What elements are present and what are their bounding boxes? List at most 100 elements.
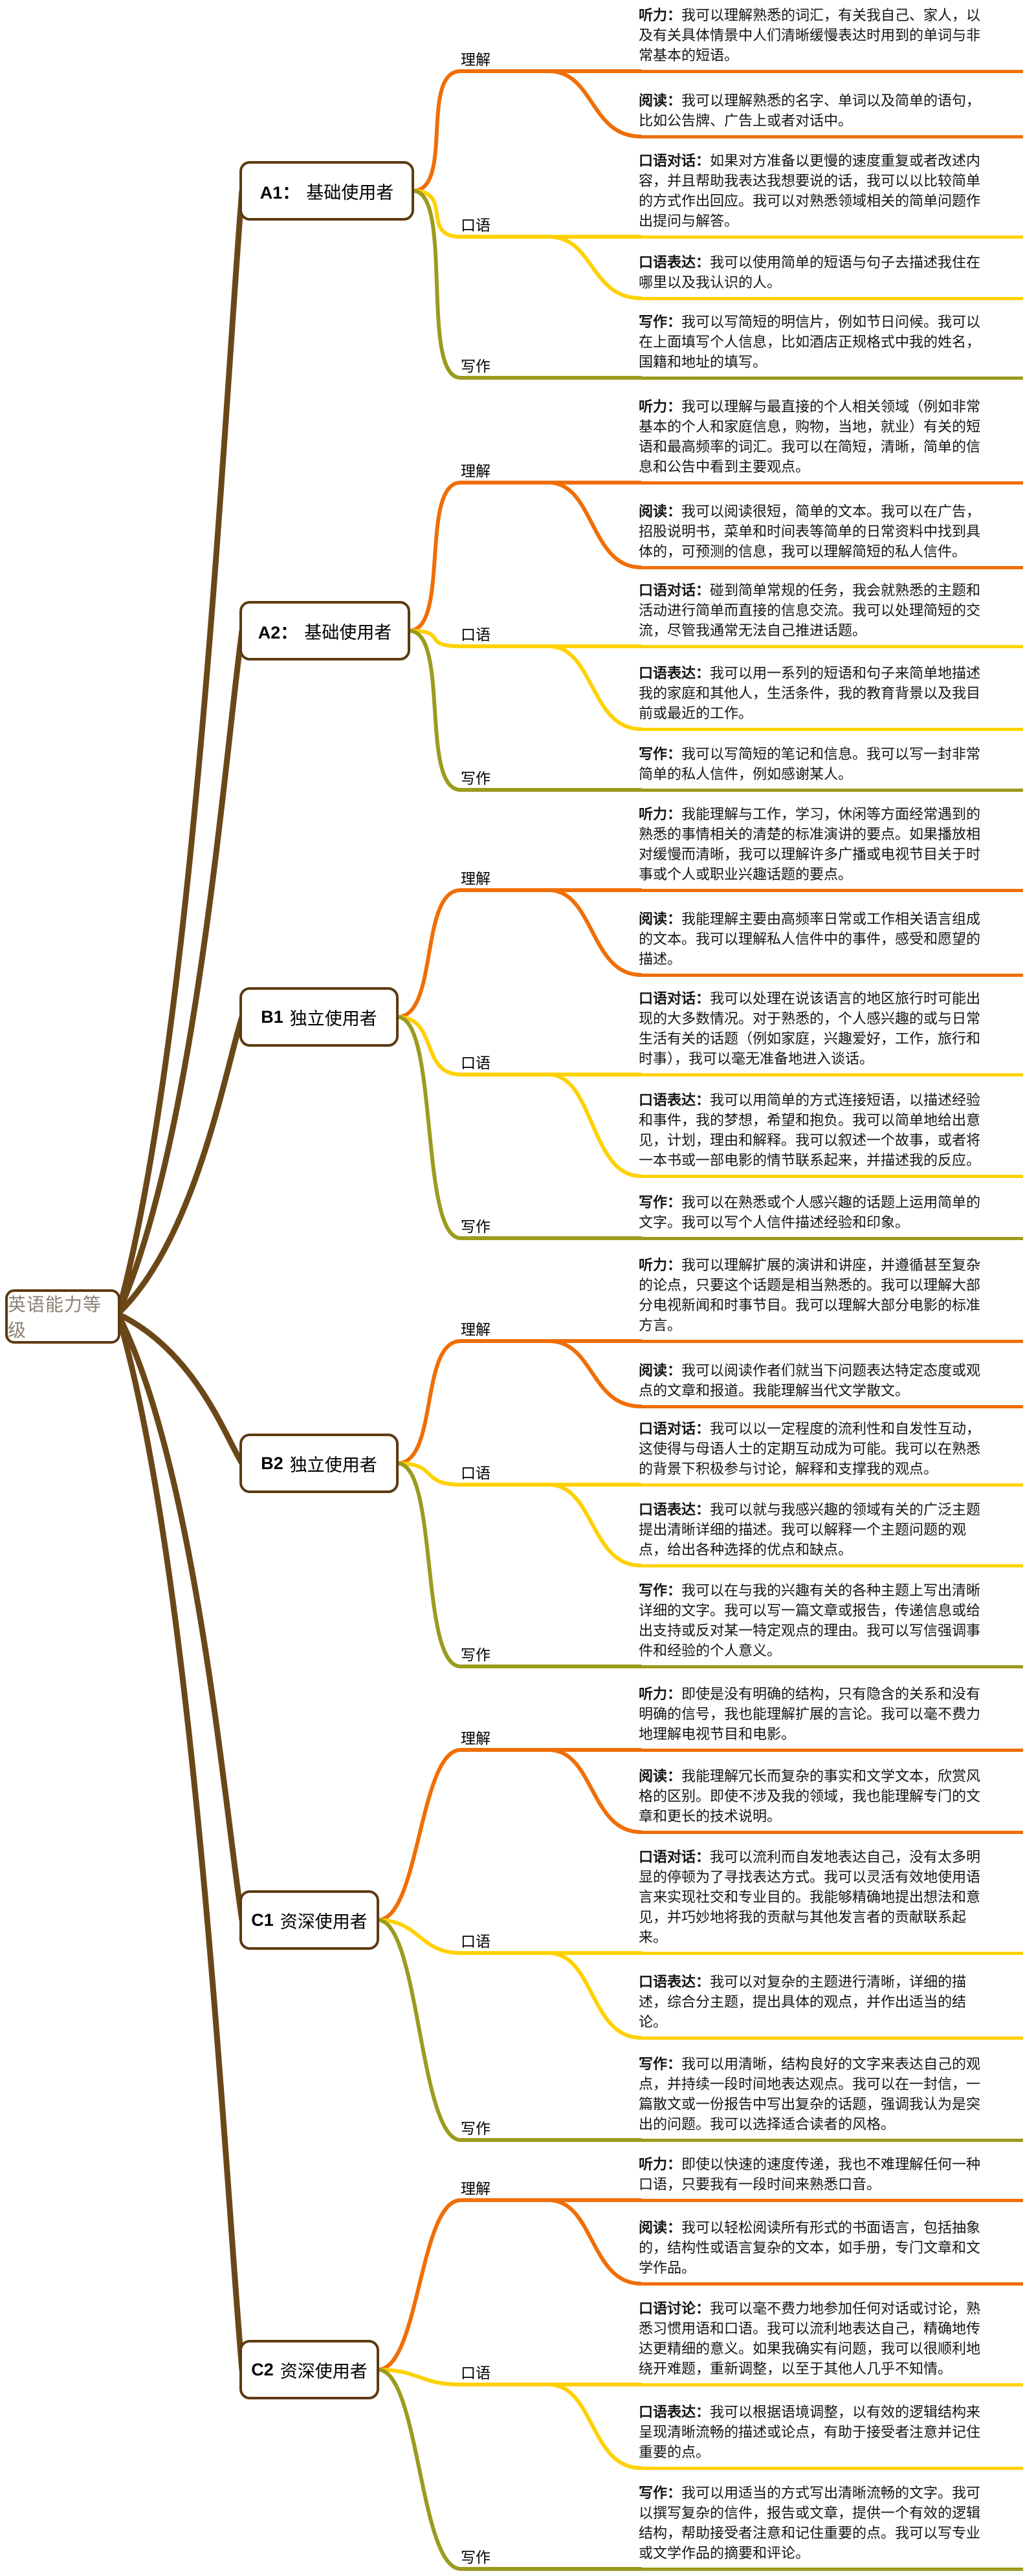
leaf-description: 碰到简单常规的任务，我会就熟悉的主题和活动进行简单而直接的信息交流。我可以处理简… [639, 582, 981, 639]
leaf-listening-a1[interactable]: 听力：我可以理解熟悉的词汇，有关我自己、家人，以及有关具体情景中人们清晰缓慢表达… [637, 5, 1023, 73]
level-node-a2[interactable]: A2：基础使用者 [239, 601, 410, 660]
branch-label-write-a1[interactable]: 写作 [461, 358, 490, 375]
leaf-text: 口语表达：我可以使用简单的短语与句子去描述我住在哪里以及我认识的人。 [639, 252, 1023, 292]
branch-label-understand-c1[interactable]: 理解 [461, 1730, 490, 1747]
branch-curve [547, 1339, 643, 1408]
level-node-a1[interactable]: A1：基础使用者 [239, 161, 414, 221]
leaf-reading-c1[interactable]: 阅读：我能理解冗长而复杂的事实和文学文本，欣赏风格的区别。即使不涉及我的领域，我… [637, 1766, 1023, 1834]
leaf-description: 我可以轻松阅读所有形式的书面语言，包括抽象的，结构性或语言复杂的文本，如手册，专… [639, 2220, 981, 2276]
leaf-spoken-interaction-c1[interactable]: 口语对话：我可以流利而自发地表达自己，没有太多明显的停顿为了寻找表达方式。我可以… [637, 1847, 1023, 1955]
leaf-text: 写作：我可以在熟悉或个人感兴趣的话题上运用简单的文字。我可以写个人信件描述经验和… [639, 1192, 1023, 1232]
leaf-text: 口语对话：我可以处理在说该语言的地区旅行时可能出现的大多数情况。对于熟悉的，个人… [639, 988, 1023, 1069]
leaf-reading-b1[interactable]: 阅读：我能理解主要由高频率日常或工作相关语言组成的文本。我可以理解私人信件中的事… [637, 909, 1023, 977]
branch-curve [547, 1073, 643, 1178]
leaf-spoken-interaction-a1[interactable]: 口语对话：如果对方准备以更慢的速度重复或者改述内容，并且帮助我表达我想要说的话，… [637, 151, 1023, 239]
root-node[interactable]: 英语能力等级 [5, 1289, 120, 1344]
branch-label-understand-a1[interactable]: 理解 [461, 51, 490, 68]
leaf-label: 听力： [639, 806, 682, 822]
branch-curve [395, 1015, 643, 1240]
leaf-description: 我可以理解与最直接的个人相关领域（例如非常基本的个人和家庭信息，购物，当地，就业… [639, 398, 981, 475]
level-code: B1 [261, 1007, 283, 1027]
leaf-listening-b2[interactable]: 听力：我可以理解扩展的演讲和讲座，并遵循甚至复杂的论点，只要这个话题是相当熟悉的… [637, 1255, 1023, 1343]
leaf-reading-a2[interactable]: 阅读：我可以阅读很短，简单的文本。我可以在广告，招股说明书，菜单和时间表等简单的… [637, 501, 1023, 569]
leaf-listening-b1[interactable]: 听力：我能理解与工作，学习，休闲等方面经常遇到的熟悉的事情相关的清楚的标准演讲的… [637, 804, 1023, 892]
leaf-spoken-production-a2[interactable]: 口语表达：我可以用一系列的短语和句子来简单地描述我的家庭和其他人，生活条件，我的… [637, 663, 1023, 731]
branch-curve [115, 628, 245, 1317]
leaf-reading-b2[interactable]: 阅读：我可以阅读作者们就当下问题表达特定态度或观点的文章和报道。我能理解当代文学… [637, 1360, 1023, 1408]
leaf-label: 阅读： [639, 1362, 682, 1379]
leaf-spoken-interaction-b1[interactable]: 口语对话：我可以处理在说该语言的地区旅行时可能出现的大多数情况。对于熟悉的，个人… [637, 988, 1023, 1076]
branch-curve [395, 1461, 643, 1487]
leaf-label: 听力： [639, 2156, 682, 2172]
leaf-listening-a2[interactable]: 听力：我可以理解与最直接的个人相关领域（例如非常基本的个人和家庭信息，购物，当地… [637, 397, 1023, 485]
leaf-text: 口语对话：碰到简单常规的任务，我会就熟悉的主题和活动进行简单而直接的信息交流。我… [639, 580, 1023, 640]
leaf-writing-b1[interactable]: 写作：我可以在熟悉或个人感兴趣的话题上运用简单的文字。我可以写个人信件描述经验和… [637, 1192, 1023, 1240]
branch-label-understand-a2[interactable]: 理解 [461, 463, 490, 479]
leaf-text: 口语表达：我可以用简单的方式连接短语，以描述经验和事件，我的梦想，希望和抱负。我… [639, 1090, 1023, 1170]
leaf-text: 阅读：我可以阅读很短，简单的文本。我可以在广告，招股说明书，菜单和时间表等简单的… [639, 501, 1023, 562]
leaf-text: 口语对话：我可以以一定程度的流利性和自发性互动，这使得与母语人士的定期互动成为可… [639, 1419, 1023, 1479]
branch-label-understand-b2[interactable]: 理解 [461, 1321, 490, 1338]
leaf-label: 口语对话： [639, 1421, 711, 1437]
branch-label-speak-c1[interactable]: 口语 [461, 1933, 490, 1950]
branch-curve [376, 2368, 643, 2386]
leaf-label: 写作： [639, 2056, 682, 2072]
branch-curve [547, 1483, 643, 1567]
branch-label-write-a2[interactable]: 写作 [461, 770, 490, 787]
branch-label-write-c2[interactable]: 写作 [461, 2549, 490, 2566]
leaf-writing-b2[interactable]: 写作：我可以在与我的兴趣有关的各种主题上写出清晰详细的文字。我可以写一篇文章或报… [637, 1580, 1023, 1668]
leaf-spoken-production-c1[interactable]: 口语表达：我可以对复杂的主题进行清晰，详细的描述，综合分主题，提出具体的观点，并… [637, 1972, 1023, 2040]
leaf-description: 我可以用一系列的短语和句子来简单地描述我的家庭和其他人，生活条件，我的教育背景以… [639, 665, 981, 721]
leaf-reading-c2[interactable]: 阅读：我可以轻松阅读所有形式的书面语言，包括抽象的，结构性或语言复杂的文本，如手… [637, 2218, 1023, 2286]
leaf-label: 听力： [639, 1257, 682, 1273]
leaf-description: 我可以流利而自发地表达自己，没有太多明显的停顿为了寻找表达方式。我可以灵活有效地… [639, 1849, 981, 1945]
leaf-text: 阅读：我能理解主要由高频率日常或工作相关语言组成的文本。我可以理解私人信件中的事… [639, 909, 1023, 969]
leaf-writing-c1[interactable]: 写作：我可以用清晰，结构良好的文字来表达自己的观点，并持续一段时间地表达观点。我… [637, 2054, 1023, 2142]
leaf-listening-c1[interactable]: 听力：即使是没有明确的结构，只有隐含的关系和没有明确的信号，我也能理解扩展的言论… [637, 1684, 1023, 1752]
leaf-description: 我可以在熟悉或个人感兴趣的话题上运用简单的文字。我可以写个人信件描述经验和印象。 [639, 1194, 981, 1230]
leaf-spoken-production-a1[interactable]: 口语表达：我可以使用简单的短语与句子去描述我住在哪里以及我认识的人。 [637, 252, 1023, 300]
leaf-description: 我可以理解熟悉的词汇，有关我自己、家人，以及有关具体情景中人们清晰缓慢表达时用到… [639, 7, 981, 63]
leaf-listening-c2[interactable]: 听力：即使以快速的速度传递，我也不难理解任何一种口语，只要我有一段时间来熟悉口音… [637, 2154, 1023, 2202]
branch-label-write-b1[interactable]: 写作 [461, 1218, 490, 1235]
branch-label-speak-c2[interactable]: 口语 [461, 2364, 490, 2381]
level-code: A2： [258, 622, 298, 642]
leaf-description: 我可以使用简单的短语与句子去描述我住在哪里以及我认识的人。 [639, 254, 981, 290]
branch-curve [395, 1461, 643, 1668]
branch-label-speak-a2[interactable]: 口语 [461, 626, 490, 643]
branch-label-speak-a1[interactable]: 口语 [461, 217, 490, 234]
leaf-spoken-production-c2[interactable]: 口语表达：我可以根据语境调整，以有效的逻辑结构来呈现清晰流畅的描述或论点，有助于… [637, 2402, 1023, 2470]
leaf-label: 口语对话： [639, 1849, 711, 1865]
leaf-label: 口语表达： [639, 254, 711, 270]
leaf-writing-a1[interactable]: 写作：我可以写简短的明信片，例如节日问候。我可以在上面填写个人信息，比如酒店正规… [637, 312, 1023, 380]
leaf-label: 听力： [639, 7, 682, 23]
leaf-writing-a2[interactable]: 写作：我可以写简短的笔记和信息。我可以写一封非常简单的私人信件，例如感谢某人。 [637, 744, 1023, 792]
leaf-text: 阅读：我可以阅读作者们就当下问题表达特定态度或观点的文章和报道。我能理解当代文学… [639, 1360, 1023, 1401]
leaf-text: 口语表达：我可以对复杂的主题进行清晰，详细的描述，综合分主题，提出具体的观点，并… [639, 1972, 1023, 2032]
leaf-reading-a1[interactable]: 阅读：我可以理解熟悉的名字、单词以及简单的语句，比如公告牌、广告上或者对话中。 [637, 91, 1023, 138]
leaf-label: 口语表达： [639, 1974, 711, 1990]
branch-curve [411, 69, 643, 193]
branch-label-speak-b1[interactable]: 口语 [461, 1054, 490, 1071]
leaf-spoken-interaction-c2[interactable]: 口语讨论：我可以毫不费力地参加任何对话或讨论，熟悉习惯用语和口语。我可以流利地表… [637, 2298, 1023, 2386]
leaf-spoken-interaction-a2[interactable]: 口语对话：碰到简单常规的任务，我会就熟悉的主题和活动进行简单而直接的信息交流。我… [637, 580, 1023, 648]
leaf-description: 我可以阅读作者们就当下问题表达特定态度或观点的文章和报道。我能理解当代文学散文。 [639, 1362, 981, 1399]
leaf-description: 我可以就与我感兴趣的领域有关的广泛主题提出清晰详细的描述。我可以解释一个主题问题… [639, 1501, 981, 1558]
leaf-writing-c2[interactable]: 写作：我可以用适当的方式写出清晰流畅的文字。我可以撰写复杂的信件，报告或文章，提… [637, 2483, 1023, 2571]
branch-label-understand-b1[interactable]: 理解 [461, 870, 490, 887]
leaf-spoken-production-b1[interactable]: 口语表达：我可以用简单的方式连接短语，以描述经验和事件，我的梦想，希望和抱负。我… [637, 1090, 1023, 1178]
leaf-spoken-production-b2[interactable]: 口语表达：我可以就与我感兴趣的领域有关的广泛主题提出清晰详细的描述。我可以解释一… [637, 1500, 1023, 1567]
branch-label-write-b2[interactable]: 写作 [461, 1646, 490, 1663]
leaf-label: 阅读： [639, 1768, 682, 1784]
branch-label-understand-c2[interactable]: 理解 [461, 2180, 490, 2197]
leaf-label: 阅读： [639, 911, 682, 927]
branch-label-write-c1[interactable]: 写作 [461, 2120, 490, 2137]
leaf-description: 我可以理解熟悉的名字、单词以及简单的语句，比如公告牌、广告上或者对话中。 [639, 93, 981, 129]
branch-label-speak-b2[interactable]: 口语 [461, 1465, 490, 1481]
leaf-spoken-interaction-b2[interactable]: 口语对话：我可以以一定程度的流利性和自发性互动，这使得与母语人士的定期互动成为可… [637, 1419, 1023, 1487]
